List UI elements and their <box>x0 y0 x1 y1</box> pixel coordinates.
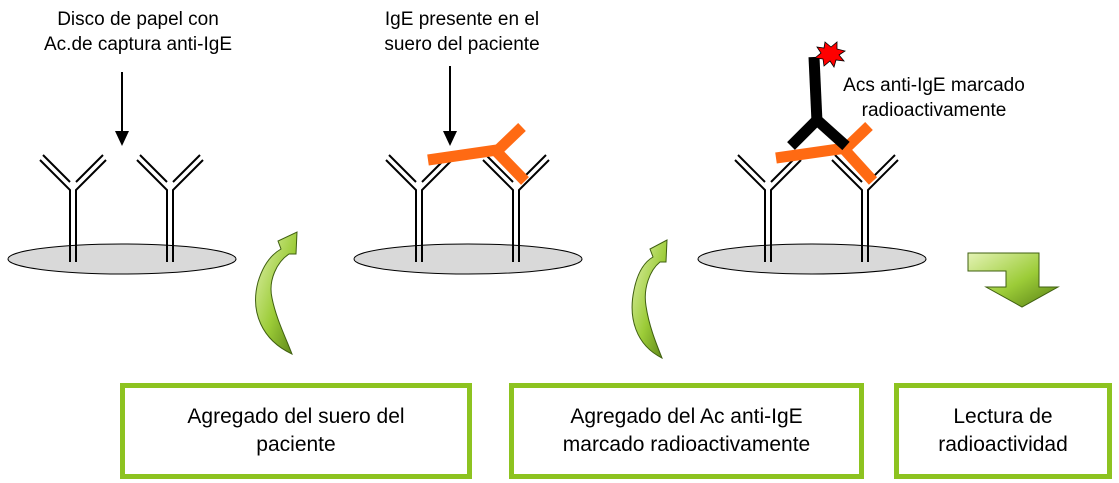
step-box-2-line1: Agregado del Ac anti-IgE <box>570 405 803 428</box>
label-ige-line1: IgE presente en el <box>384 9 540 30</box>
radiolabel-star-icon <box>814 41 846 68</box>
step-box-3-line2: radioactividad <box>938 433 1068 456</box>
labeled-antibody <box>787 56 850 151</box>
label-labeled-antibody: Acs anti-IgE marcado radioactivamente <box>816 73 1052 123</box>
paper-disc-2 <box>353 243 583 275</box>
paper-disc-3 <box>697 243 927 275</box>
label-paper-disc-line2: Ac.de captura anti-IgE <box>44 34 232 55</box>
step-box-1-line1: Agregado del suero del <box>187 405 405 428</box>
step-box-2: Agregado del Ac anti-IgE marcado radioac… <box>509 383 864 479</box>
label-labeled-antibody-line1: Acs anti-IgE marcado <box>843 75 1025 96</box>
panel-1 <box>7 72 237 275</box>
label-paper-disc: Disco de papel con Ac.de captura anti-Ig… <box>22 7 254 57</box>
bent-down-arrow-icon <box>967 252 1060 308</box>
label-paper-disc-line1: Disco de papel con <box>57 9 219 30</box>
curved-arrow-2-icon <box>631 239 668 360</box>
pointer-arrow-1 <box>115 72 129 146</box>
step-box-1: Agregado del suero del paciente <box>120 383 472 479</box>
step-box-2-line2: marcado radioactivamente <box>562 433 811 456</box>
panel-3 <box>697 41 927 275</box>
ige-molecule-3 <box>775 122 878 185</box>
step-box-3-line1: Lectura de <box>953 405 1053 428</box>
ige-molecule-2 <box>427 123 529 185</box>
label-ige: IgE presente en el suero del paciente <box>352 7 572 57</box>
paper-disc-1 <box>7 243 237 275</box>
pointer-arrow-2 <box>443 66 457 146</box>
panel-2 <box>353 66 583 275</box>
step-box-1-line2: paciente <box>256 433 336 456</box>
step-box-3: Lectura de radioactividad <box>894 383 1112 479</box>
label-labeled-antibody-line2: radioactivamente <box>861 100 1007 121</box>
curved-arrow-1-icon <box>255 231 298 355</box>
label-ige-line2: suero del paciente <box>384 34 540 55</box>
